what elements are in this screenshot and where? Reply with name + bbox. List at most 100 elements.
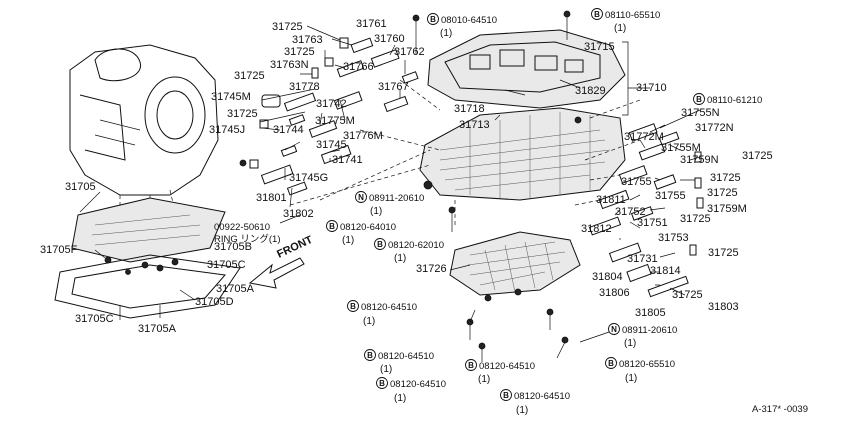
part-31705A: 31705A (216, 283, 255, 295)
svg-text:B: B (468, 361, 474, 370)
svg-text:B: B (608, 359, 614, 368)
part-31806: 31806 (599, 287, 630, 299)
part-31744: 31744 (273, 124, 304, 136)
front-label: FRONT (275, 234, 315, 261)
oil-pan-group (54, 197, 241, 319)
part-31775M: 31775M (315, 115, 355, 127)
part-31725-h: 31725 (680, 213, 711, 225)
part-31725-f: 31725 (710, 172, 741, 184)
part-31811: 31811 (596, 194, 626, 206)
callout-08110-61210: B 08110-61210 (693, 93, 762, 106)
part-31745M: 31745M (211, 91, 251, 103)
reference-code: A-317* -0039 (752, 404, 808, 415)
part-31713: 31713 (459, 119, 490, 131)
oil-strainer (449, 231, 581, 296)
callout-08120-65510: B 08120-65510 (1) (605, 357, 675, 384)
ring-part-label: RING リング(1) (214, 233, 281, 245)
part-31725-g: 31725 (707, 187, 738, 199)
svg-text:08120-64510: 08120-64510 (390, 379, 446, 390)
part-31760: 31760 (374, 33, 405, 45)
ring-callout: 00922-50610 RING リング(1) (214, 222, 281, 245)
part-31803: 31803 (708, 301, 739, 313)
part-31755M: 31755M (661, 142, 701, 154)
svg-text:08120-62010: 08120-62010 (388, 240, 444, 251)
svg-text:B: B (350, 302, 356, 311)
part-31778: 31778 (289, 81, 320, 93)
part-31776M: 31776M (343, 130, 383, 142)
svg-text:(1): (1) (440, 28, 452, 39)
part-31753: 31753 (658, 232, 689, 244)
svg-text:(1): (1) (394, 253, 406, 264)
svg-text:(1): (1) (380, 364, 392, 375)
part-31745: 31745 (316, 139, 347, 151)
part-31718: 31718 (454, 103, 485, 115)
part-31745J: 31745J (209, 124, 245, 136)
svg-text:08120-64510: 08120-64510 (479, 361, 535, 372)
callout-08120-64510-d: B 08120-64510 (1) (465, 359, 535, 385)
part-31751: 31751 (637, 217, 668, 229)
part-31762: 31762 (394, 46, 425, 58)
svg-text:08120-64510: 08120-64510 (514, 391, 570, 402)
svg-text:08911-20610: 08911-20610 (622, 325, 677, 336)
part-31752: 31752 (615, 206, 646, 218)
callout-08911-20610-b: N 08911-20610 (1) (608, 323, 677, 349)
part-31801: 31801 (256, 192, 287, 204)
part-31755-b: 31755 (655, 190, 686, 202)
part-31804: 31804 (592, 271, 623, 283)
part-31731: 31731 (627, 253, 658, 265)
svg-text:(1): (1) (625, 373, 637, 384)
svg-text:08110-65510: 08110-65510 (605, 10, 660, 21)
part-31761: 31761 (356, 18, 387, 30)
part-31812: 31812 (581, 223, 612, 235)
svg-text:B: B (377, 240, 383, 249)
part-31705C-a: 31705C (207, 259, 246, 271)
svg-text:(1): (1) (394, 393, 406, 404)
svg-text:B: B (367, 351, 373, 360)
leader-lines (79, 25, 701, 359)
part-31755-a: 31755 (621, 176, 652, 188)
part-31726: 31726 (416, 263, 447, 275)
part-31805: 31805 (635, 307, 666, 319)
part-31814: 31814 (650, 265, 681, 277)
svg-text:(1): (1) (614, 23, 626, 34)
svg-text:(1): (1) (363, 316, 375, 327)
svg-text:N: N (611, 325, 617, 334)
part-31725-j: 31725 (708, 247, 739, 259)
svg-text:N: N (358, 193, 364, 202)
svg-text:08911-20610: 08911-20610 (369, 193, 424, 204)
ring-part-code: 00922-50610 (214, 222, 270, 233)
part-31725-e: 31725 (742, 150, 773, 162)
part-31725-c: 31725 (234, 70, 265, 82)
lower-valve-body (419, 99, 641, 225)
part-31710: 31710 (636, 82, 667, 94)
callout-08911-20610-a: N 08911-20610 (1) (355, 191, 424, 217)
group-bracket-31710 (622, 41, 650, 116)
svg-text:(1): (1) (516, 405, 528, 416)
part-31759M: 31759M (707, 203, 747, 215)
part-31763: 31763 (292, 34, 323, 46)
part-31715: 31715 (584, 41, 615, 53)
svg-text:B: B (430, 15, 436, 24)
svg-text:08120-64510: 08120-64510 (361, 302, 417, 313)
part-31766: 31766 (343, 61, 374, 73)
part-31767: 31767 (378, 81, 409, 93)
svg-text:B: B (503, 391, 509, 400)
callout-08110-65510: B 08110-65510 (1) (591, 8, 660, 34)
part-labels: 31725 31761 31763 31760 31725 31762 3176… (40, 18, 773, 335)
part-31772M: 31772M (624, 131, 664, 143)
svg-text:08120-64010: 08120-64010 (340, 222, 396, 233)
callout-08010-64510: B 08010-64510 (1) (427, 13, 497, 39)
part-31705: 31705 (65, 181, 96, 193)
part-31802: 31802 (283, 208, 314, 220)
part-31763N: 31763N (270, 59, 309, 71)
callout-08120-64510-c: B 08120-64510 (1) (376, 377, 446, 404)
callout-08120-64510-e: B 08120-64510 (1) (500, 389, 570, 416)
callout-08120-64010: B 08120-64010 (1) (326, 220, 396, 246)
svg-text:(1): (1) (478, 374, 490, 385)
bolt-set (423, 116, 582, 362)
part-31725-d: 31725 (227, 108, 258, 120)
part-31705A-b: 31705A (138, 323, 177, 335)
svg-text:08120-65510: 08120-65510 (619, 359, 675, 370)
svg-text:08110-61210: 08110-61210 (707, 95, 762, 106)
